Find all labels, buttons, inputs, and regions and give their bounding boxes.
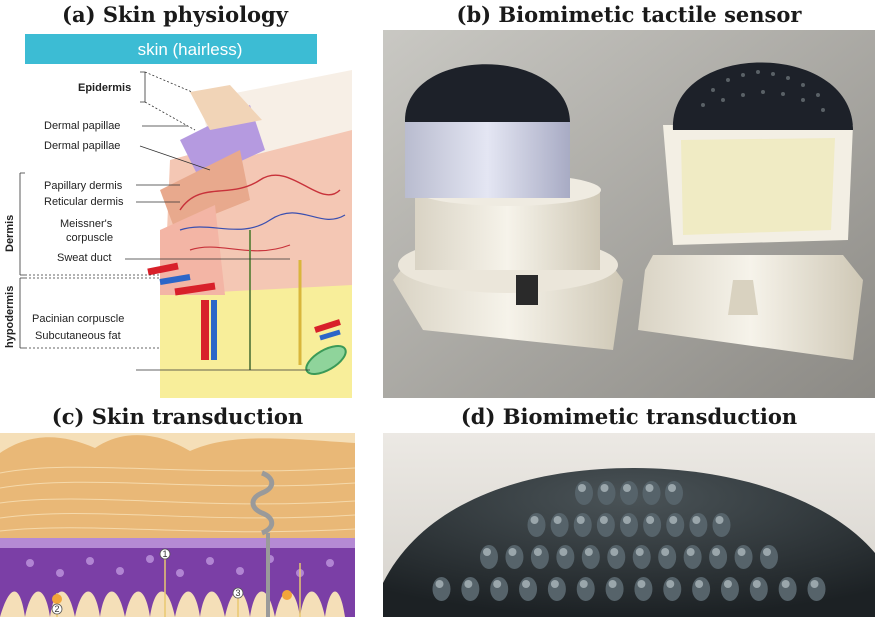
pin-highlight [464,580,473,588]
pin-highlight [635,548,644,556]
label-dermal-papillae-2: Dermal papillae [44,140,120,152]
pin-highlight [522,580,531,588]
pin-highlight [533,548,542,556]
pin-highlight [579,580,588,588]
biomimetic-pins-photo [383,433,875,617]
pin-highlight [599,516,608,524]
pin-highlight [763,548,771,556]
pin-highlight [695,580,704,588]
label-sweat-duct: Sweat duct [57,252,111,264]
caption-c: (c) Skin transduction [51,404,304,429]
pin-highlight [666,580,675,588]
pin-highlight [686,548,695,556]
pin-highlight [493,580,502,588]
marker-1: 1 [162,549,167,559]
pin-highlight [692,516,701,524]
pin-highlight [578,484,586,492]
pin-highlight [669,516,678,524]
pin-highlight [637,580,646,588]
label-hypodermis: hypodermis [4,286,16,348]
caption-a: (a) Skin physiology [62,2,288,27]
label-dermis: Dermis [4,215,16,252]
marker-2: 2 [54,604,59,614]
pin-highlight [810,580,819,588]
skin-physiology-illustration: skin (hairless) Epidermis Dermal papilla… [0,30,352,398]
skin-transduction-illustration: 1 2 3 [0,433,355,617]
pin-highlight [668,484,676,492]
pin-highlight [559,548,568,556]
pin-highlight [550,580,559,588]
label-meissner-2: corpuscle [66,232,113,244]
pin-highlight [584,548,593,556]
pin-highlight [508,548,517,556]
label-epidermis: Epidermis [78,82,131,94]
pin-highlight [646,516,655,524]
caption-d: (d) Biomimetic transduction [460,404,798,429]
pin-highlight [645,484,654,492]
pin-highlight [715,516,724,524]
pin-highlight [435,580,444,588]
label-dermal-papillae-1: Dermal papillae [44,120,120,132]
pin-highlight [623,484,631,492]
marker-3: 3 [235,588,240,598]
caption-b: (b) Biomimetic tactile sensor [456,2,802,27]
pin-highlight [752,580,761,588]
tactile-sensor-photo [383,30,875,398]
skin-banner-text: skin (hairless) [138,40,243,59]
pin-highlight [483,548,491,556]
pin-array [432,481,826,601]
label-subcutaneous-fat: Subcutaneous fat [35,330,121,342]
label-meissner-1: Meissner's [60,218,113,230]
pin-highlight [781,580,790,588]
pin-highlight [723,580,732,588]
pin-highlight [623,516,631,524]
skin-banner [25,34,317,64]
label-reticular-dermis: Reticular dermis [44,196,124,208]
pin-highlight [530,516,539,524]
label-papillary-dermis: Papillary dermis [44,180,123,192]
pin-highlight [608,580,617,588]
pin-highlight [553,516,562,524]
label-pacinian: Pacinian corpuscle [32,313,124,325]
sensor-assembled [393,64,623,350]
pin-highlight [737,548,746,556]
pin-highlight [610,548,619,556]
pin-highlight [661,548,670,556]
pin-highlight [600,484,609,492]
pin-highlight [712,548,721,556]
pin-highlight [576,516,585,524]
sensor-cutaway [638,62,863,360]
